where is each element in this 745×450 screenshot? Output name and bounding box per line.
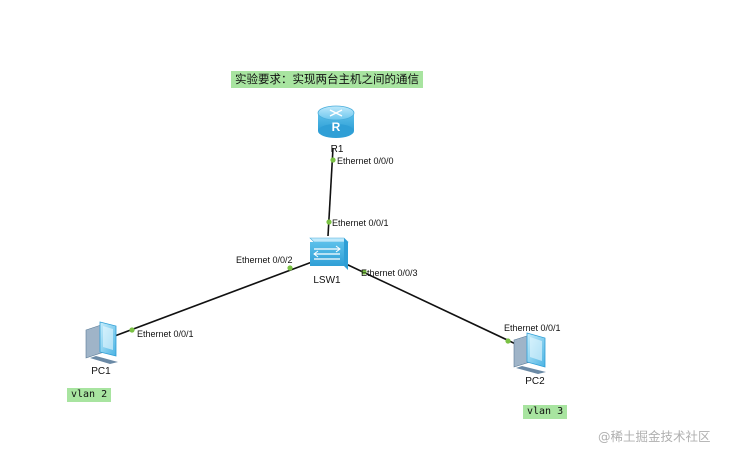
svg-text:R: R (332, 120, 341, 134)
port-dot-sw-e003 (361, 269, 367, 275)
port-dot-sw-e001 (326, 219, 332, 225)
port-dot-r1-e000 (330, 157, 336, 163)
port-label-sw-e003: Ethernet 0/0/3 (361, 268, 418, 278)
router-label: R1 (331, 144, 344, 155)
experiment-requirement-banner: 实验要求：实现两台主机之间的通信 (231, 71, 423, 88)
port-label-sw-e001: Ethernet 0/0/1 (332, 218, 389, 228)
pc-icon (85, 321, 118, 364)
router-icon: R (317, 105, 355, 138)
link-lsw1-pc2[interactable] (345, 263, 521, 347)
port-label-pc2-e001: Ethernet 0/0/1 (504, 323, 561, 333)
vlan-tag-pc2: vlan 3 (523, 405, 568, 419)
switch-icon (309, 237, 349, 270)
port-label-r1-e000: Ethernet 0/0/0 (337, 156, 394, 166)
pc2-label: PC2 (525, 376, 545, 387)
watermark: @稀土掘金技术社区 (598, 429, 711, 444)
port-label-pc1-e001: Ethernet 0/0/1 (137, 329, 194, 339)
port-dot-sw-e002 (287, 265, 293, 271)
router-r1[interactable]: R R1 (317, 105, 355, 155)
pc1[interactable]: PC1 (85, 321, 118, 377)
port-label-sw-e002: Ethernet 0/0/2 (236, 255, 293, 265)
port-dot-pc1-e001 (129, 327, 135, 333)
vlan-tag-pc1: vlan 2 (67, 388, 112, 402)
switch-lsw1[interactable]: LSW1 (309, 237, 349, 286)
pc1-label: PC1 (91, 366, 111, 377)
switch-label: LSW1 (313, 275, 341, 286)
port-dot-pc2-e001 (505, 338, 511, 344)
link-lsw1-pc1[interactable] (111, 261, 313, 338)
pc2[interactable]: PC2 (513, 332, 546, 387)
pc-icon (513, 332, 546, 374)
